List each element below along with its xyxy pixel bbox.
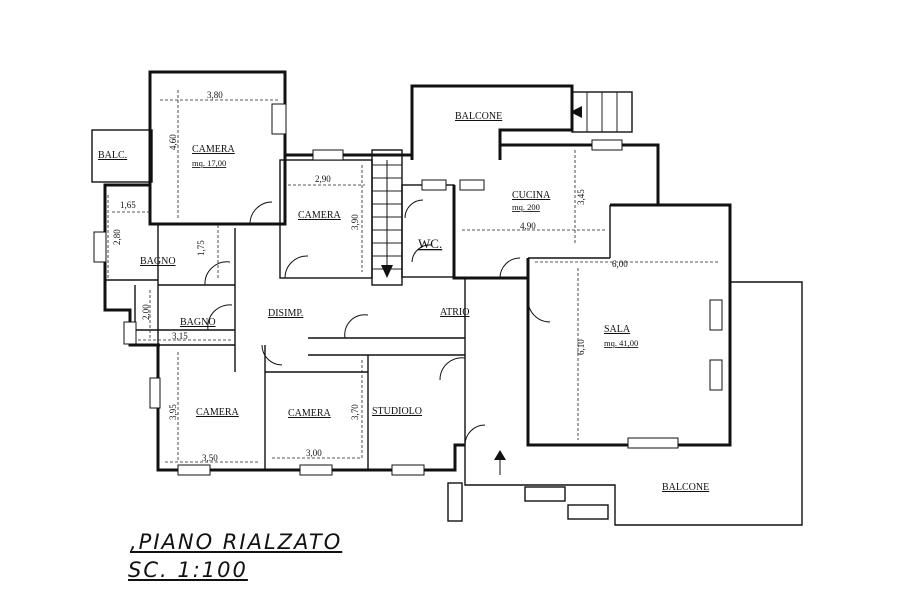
room-label-balcone-top: BALCONE [455, 111, 502, 122]
windows [93, 103, 723, 476]
room-label-bagno-1: BAGNO [140, 256, 176, 267]
room-label-studiolo: STUDIOLO [372, 406, 422, 417]
room-label-camera-4: CAMERA [288, 408, 332, 419]
walls [91, 70, 803, 526]
dim-camera-4-depth: 3,70 [350, 404, 360, 420]
room-label-balc: BALC. [98, 150, 127, 161]
dim-camera-1-width: 3,80 [207, 90, 223, 100]
plan-title: ,PIANO RIALZATO [130, 530, 343, 554]
dim-balc-width: 1,65 [120, 200, 136, 210]
room-label-camera-3: CAMERA [196, 407, 240, 418]
dim-bagno-2-width: 3,15 [172, 331, 188, 341]
room-label-balcone-bottom: BALCONE [662, 482, 709, 493]
room-label-atrio: ATRIO [440, 307, 469, 318]
dim-camera-3-depth: 3,95 [168, 404, 178, 420]
room-label-disimp: DISIMP. [268, 308, 303, 319]
dim-bagno-2-depth: 2,00 [141, 304, 151, 320]
dim-camera-2-depth: 3,90 [350, 214, 360, 230]
dim-camera-3-width: 3,50 [202, 453, 218, 463]
dim-camera-2-width: 2,90 [315, 174, 331, 184]
dim-bagno-1-depth: 2,80 [112, 229, 122, 245]
room-area-camera-1: mq. 17,00 [192, 158, 226, 168]
room-label-sala: SALA [604, 324, 631, 335]
room-label-cucina: CUCINA [512, 190, 551, 201]
room-labels: CAMERA mq. 17,00 BALC. BAGNO BAGNO CAMER… [98, 111, 709, 493]
plan-scale: SC. 1:100 [128, 558, 248, 582]
room-label-wc: WC. [418, 236, 442, 251]
dimension-lines [107, 90, 718, 463]
doors [204, 199, 551, 475]
dim-cucina-width: 4,90 [520, 221, 536, 231]
dim-camera-4-width: 3,00 [306, 448, 322, 458]
room-area-sala: mq. 41,00 [604, 338, 638, 348]
room-label-bagno-2: BAGNO [180, 317, 216, 328]
dim-camera-1-depth: 4,60 [168, 134, 178, 150]
room-label-camera-1: CAMERA [192, 144, 236, 155]
dim-bagno-1-side: 1,75 [196, 240, 206, 256]
dimension-labels: 3,80 4,60 1,65 2,80 1,75 2,90 3,90 3,45 … [112, 90, 628, 463]
room-label-camera-2: CAMERA [298, 210, 342, 221]
dim-sala-depth: 6,10 [576, 339, 586, 355]
room-area-cucina: mq. 200 [512, 202, 540, 212]
dim-cucina-depth: 3,45 [576, 189, 586, 205]
dim-sala-width: 6,00 [612, 259, 628, 269]
